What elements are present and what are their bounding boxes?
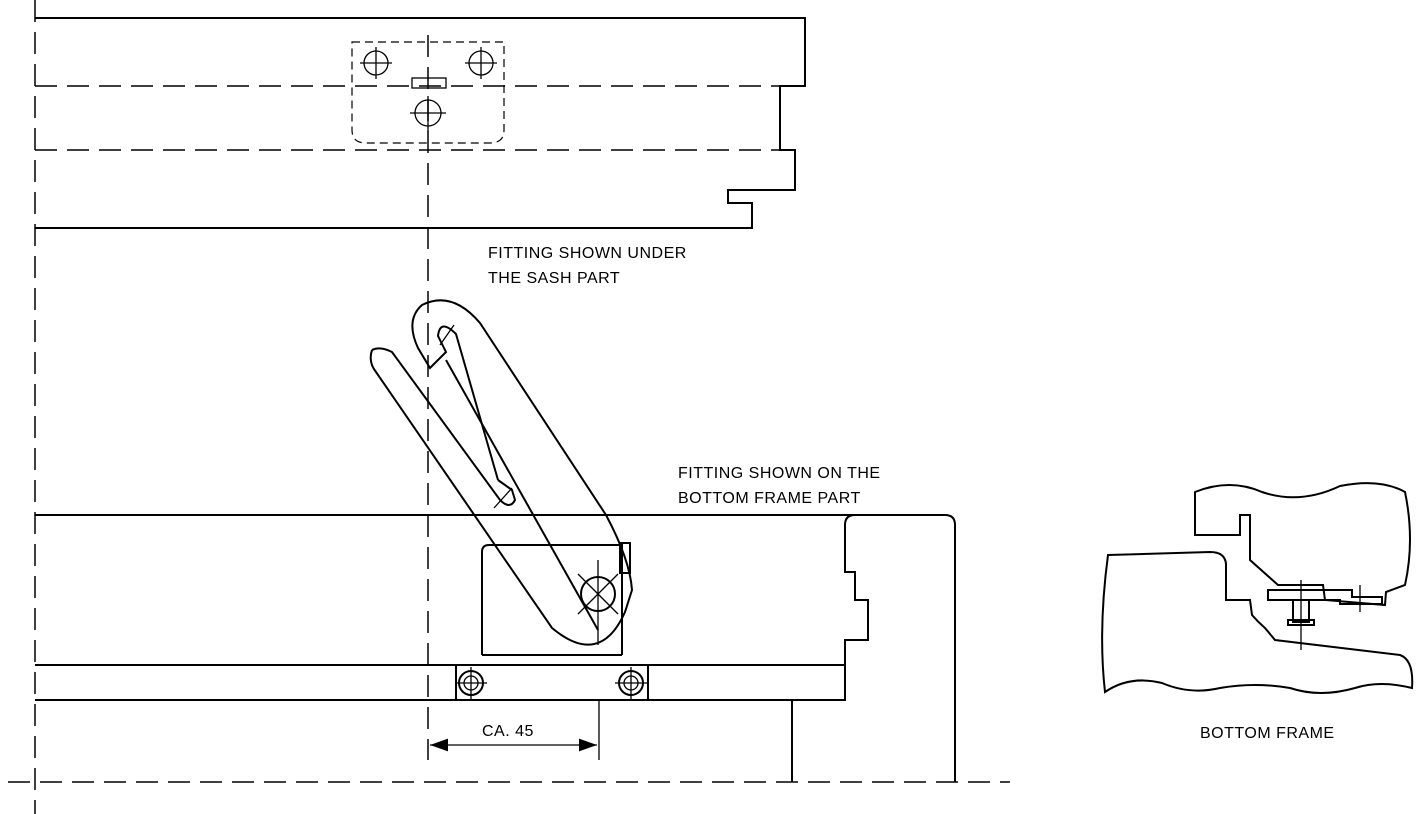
sash-fitting-plate	[351, 41, 505, 144]
fitting-screw-plate	[455, 664, 649, 701]
fitting-base-block	[481, 542, 631, 656]
dimension-label: CA. 45	[482, 723, 534, 740]
sash-note-line2: THE SASH PART	[488, 270, 620, 287]
bottom-frame-section	[1101, 482, 1414, 694]
fitting-swing-arm	[369, 299, 634, 646]
sash-screw-left	[360, 47, 392, 79]
sash-note-line1: FITTING SHOWN UNDER	[488, 245, 687, 262]
section-caption: BOTTOM FRAME	[1200, 725, 1335, 742]
sash-screw-right	[465, 47, 497, 79]
dimension-ca45: CA. 45	[430, 700, 600, 760]
frame-screw-right	[615, 667, 647, 699]
sash-part	[35, 17, 806, 229]
bottom-frame-part	[35, 514, 956, 782]
frame-note-line1: FITTING SHOWN ON THE	[678, 465, 881, 482]
frame-note-line2: BOTTOM FRAME PART	[678, 490, 861, 507]
frame-screw-left	[455, 667, 487, 699]
